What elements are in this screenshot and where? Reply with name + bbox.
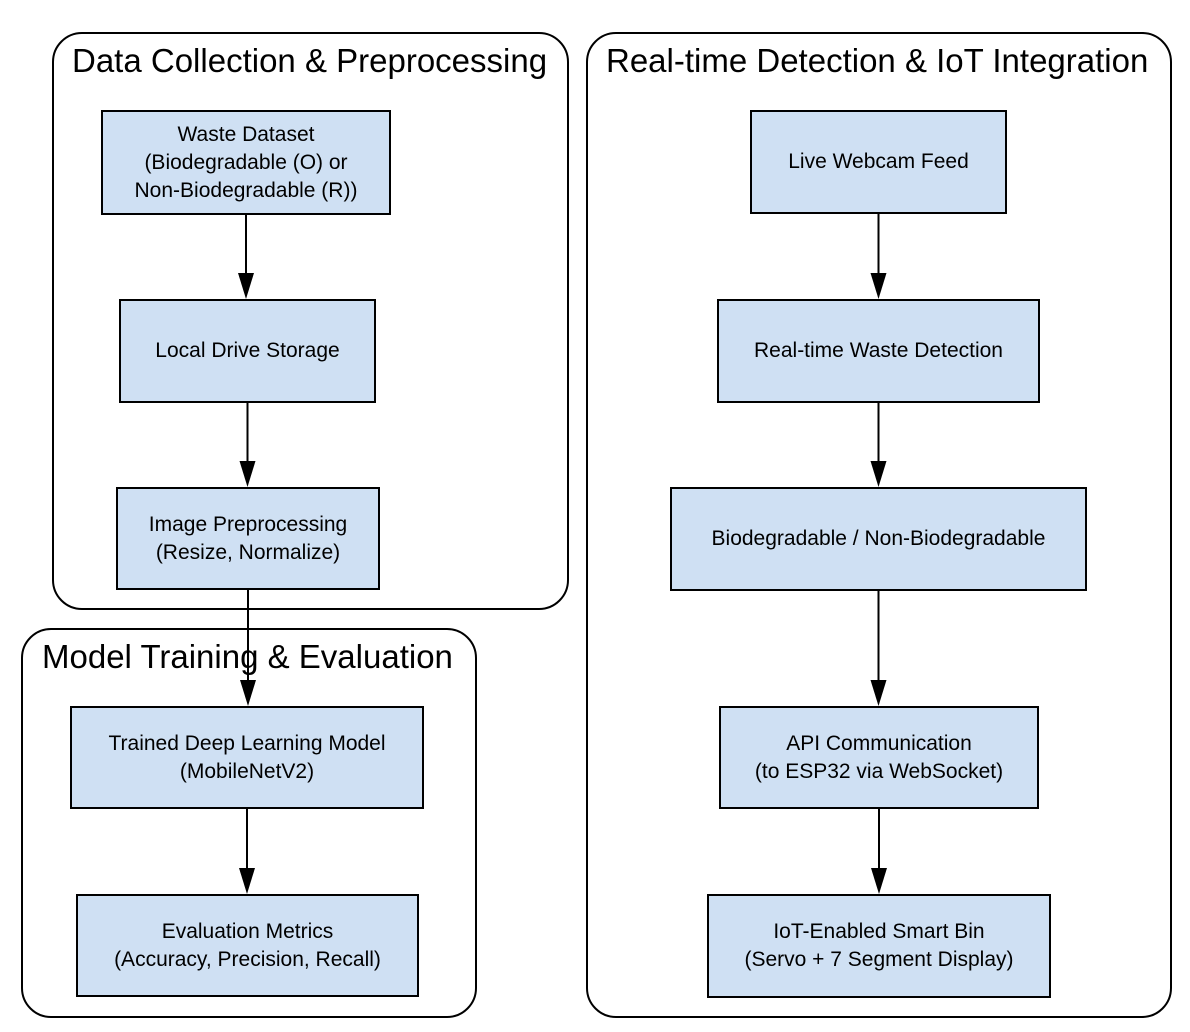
group-title-data-collection: Data Collection & Preprocessing — [72, 42, 548, 79]
node-trained-model: Trained Deep Learning Model (MobileNetV2… — [70, 706, 424, 809]
group-model-training — [21, 628, 477, 1018]
node-waste-dataset: Waste Dataset (Biodegradable (O) or Non-… — [101, 110, 391, 215]
group-data-collection — [52, 32, 569, 610]
group-title-realtime: Real-time Detection & IoT Integration — [606, 42, 1149, 79]
node-classification-output: Biodegradable / Non-Biodegradable — [670, 487, 1087, 591]
node-image-preprocessing: Image Preprocessing (Resize, Normalize) — [116, 487, 380, 590]
node-api-communication: API Communication (to ESP32 via WebSocke… — [719, 706, 1039, 809]
group-title-model-training: Model Training & Evaluation — [42, 638, 453, 675]
node-evaluation-metrics: Evaluation Metrics (Accuracy, Precision,… — [76, 894, 419, 997]
node-live-webcam-feed: Live Webcam Feed — [750, 110, 1007, 214]
node-local-drive-storage: Local Drive Storage — [119, 299, 376, 403]
node-iot-smart-bin: IoT-Enabled Smart Bin (Servo + 7 Segment… — [707, 894, 1051, 998]
node-realtime-waste-detection: Real-time Waste Detection — [717, 299, 1040, 403]
group-realtime — [586, 32, 1172, 1018]
